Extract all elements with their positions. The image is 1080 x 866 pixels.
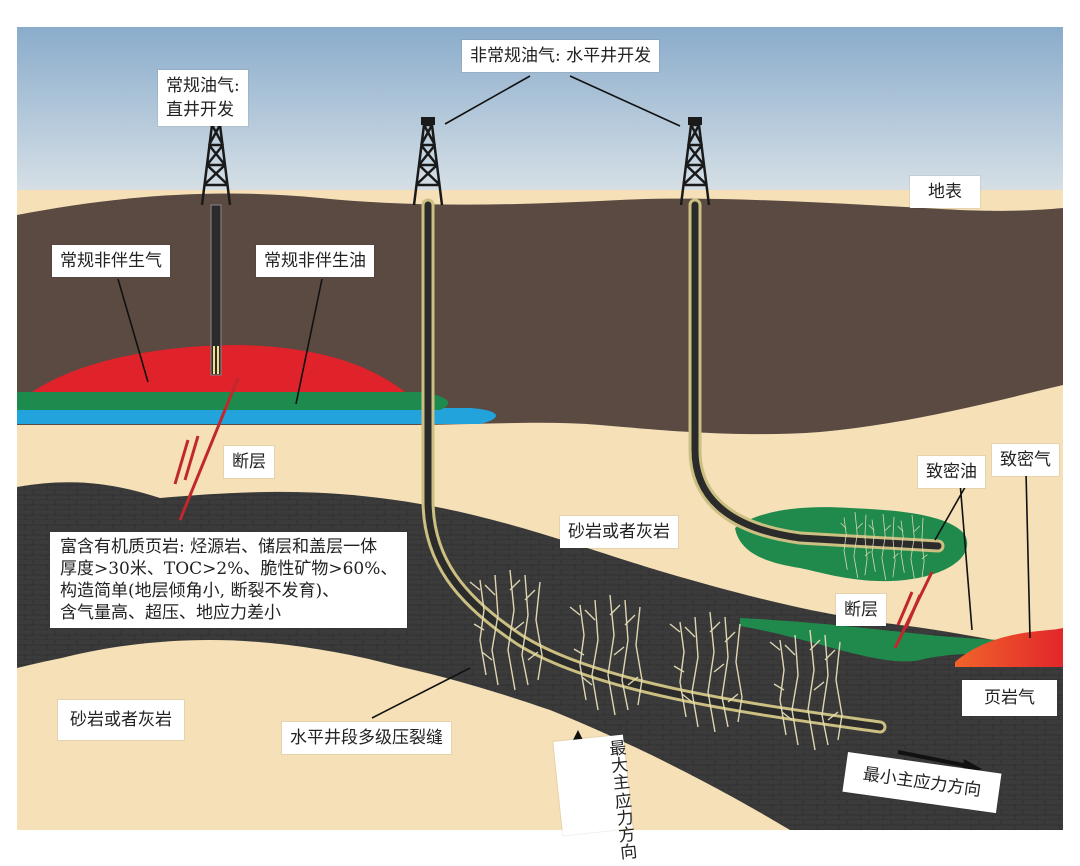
shale-note-line3: 构造简单(地层倾角小, 断裂不发育)、 <box>60 581 340 601</box>
surface-label: 地表 <box>910 176 980 208</box>
max-stress-text: 最大主 应力方向 <box>566 738 638 865</box>
horizontal-well-1 <box>421 198 887 734</box>
shale-gas-label: 页岩气 <box>962 680 1057 716</box>
tight-gas-label: 致密气 <box>992 444 1059 476</box>
fracture-clusters <box>469 511 928 751</box>
conventional-gas-label: 常规非伴生气 <box>52 245 170 277</box>
unconventional-well-label: 非常规油气: 水平井开发 <box>462 40 660 72</box>
shale-properties-note: 富含有机质页岩: 烃源岩、储层和盖层一体 厚度>30米、TOC>2%、脆性矿物>… <box>50 532 408 628</box>
conventional-well-label: 常规油气: 直井开发 <box>158 70 248 126</box>
vertical-well <box>210 204 222 376</box>
tight-oil-label: 致密油 <box>918 456 985 488</box>
derrick-horizontal-2 <box>679 117 711 206</box>
max-stress-line1: 最大主 <box>604 738 630 792</box>
shale-note-line4: 含气量高、超压、地应力差小 <box>60 603 281 623</box>
conventional-well-label-line2: 直井开发 <box>166 100 234 120</box>
shale-note-line1: 富含有机质页岩: 烃源岩、储层和盖层一体 <box>60 537 378 557</box>
horizontal-well-2 <box>688 198 945 553</box>
max-stress-line2: 应力方向 <box>609 791 637 861</box>
fault-left-label: 断层 <box>224 446 274 478</box>
conventional-well-label-line1: 常规油气: <box>166 76 240 96</box>
leader-lines <box>117 75 1031 719</box>
right-gas-pocket <box>955 628 1063 667</box>
derrick-horizontal-1 <box>412 117 444 206</box>
fault-left <box>173 377 240 521</box>
fault-right <box>893 571 934 649</box>
oil-band <box>17 392 449 410</box>
sandstone-lower-label: 砂岩或者灰岩 <box>58 700 184 740</box>
max-stress-label: 最大主 应力方向 <box>553 734 637 861</box>
sandstone-upper-label: 砂岩或者灰岩 <box>560 516 678 548</box>
shale-note-line2: 厚度>30米、TOC>2%、脆性矿物>60%、 <box>60 559 398 579</box>
fracture-label: 水平井段多级压裂缝 <box>282 722 451 754</box>
water-layer <box>17 408 497 424</box>
conventional-oil-label: 常规非伴生油 <box>256 245 374 277</box>
fault-right-label: 断层 <box>836 594 886 626</box>
